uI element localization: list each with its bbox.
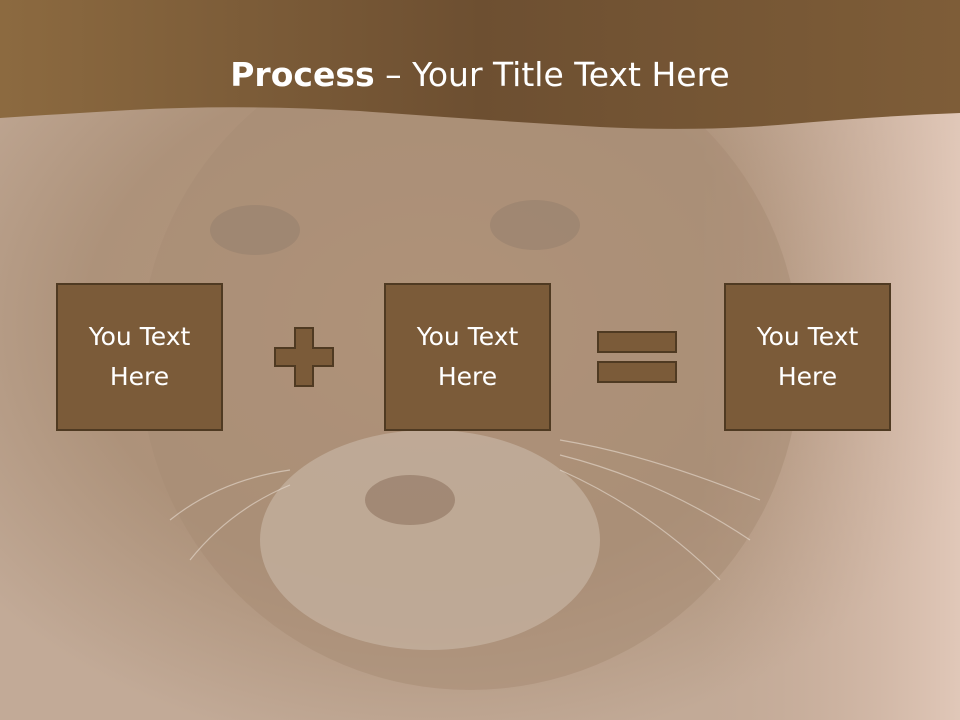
text-box-3[interactable]: You Text Here [724,283,891,431]
title-rest: – Your Title Text Here [374,55,730,94]
text-box-2[interactable]: You Text Here [384,283,551,431]
text-box-1-label: You Text Here [88,322,191,391]
equals-icon [597,331,677,383]
text-box-1[interactable]: You Text Here [56,283,223,431]
text-box-2-label: You Text Here [416,322,519,391]
text-box-3-label: You Text Here [756,322,859,391]
title-bold: Process [230,55,375,94]
slide-title: Process – Your Title Text Here [0,52,960,98]
plus-icon [274,327,334,387]
title-band [0,0,960,129]
